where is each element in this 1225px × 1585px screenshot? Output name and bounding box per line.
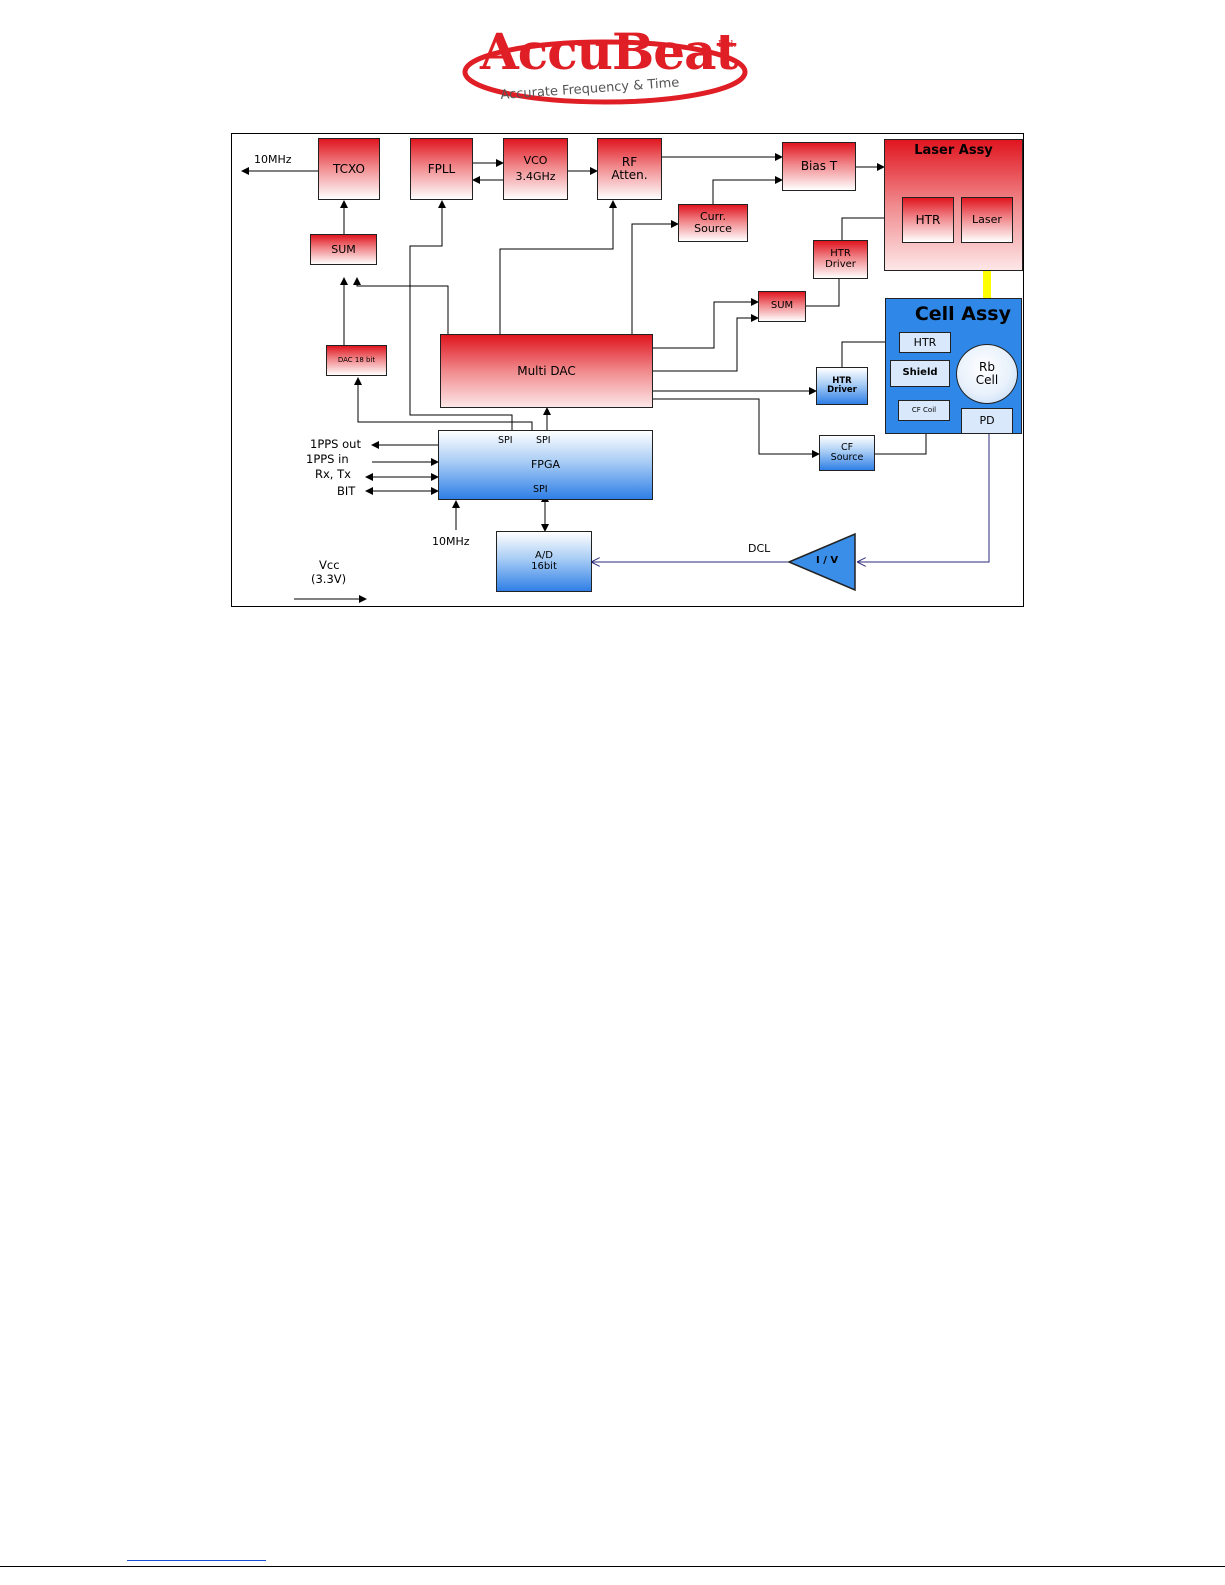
out-10mhz-label: 10MHz — [254, 153, 292, 166]
pps-in-label: 1PPS in — [306, 452, 349, 466]
shield-block: Shield — [890, 360, 950, 387]
iv-label: I / V — [816, 555, 839, 566]
iv-amplifier-icon — [787, 532, 856, 592]
logo-name: AccuBeat — [480, 22, 739, 81]
vcc-label: Vcc — [319, 558, 340, 572]
rx-tx-label: Rx, Tx — [315, 467, 351, 481]
sum-left-block: SUM — [310, 234, 377, 265]
pd-block: PD — [961, 408, 1013, 434]
logo-ltd: Ltd. — [718, 40, 737, 50]
cell-htr-block: HTR — [899, 332, 951, 353]
accubeat-logo: AccuBeat Ltd. Accurate Frequency & Time — [460, 22, 750, 114]
footer-link-underline — [127, 1560, 266, 1561]
bit-label: BIT — [337, 484, 356, 498]
fpga-spi-left: SPI — [498, 435, 513, 446]
pps-out-label: 1PPS out — [310, 437, 361, 451]
fpga-block: FPGA — [438, 430, 653, 500]
dac18-block: DAC 18 bit — [326, 345, 387, 376]
dcl-label: DCL — [748, 542, 771, 555]
multi-dac-block: Multi DAC — [440, 334, 653, 408]
current-source-block: Curr.Source — [678, 204, 748, 242]
vcc-voltage-label: (3.3V) — [311, 572, 347, 586]
laser-block: Laser — [961, 197, 1013, 243]
tcxo-block: TCXO — [318, 138, 380, 200]
cf-coil-block: CF Coil — [898, 400, 950, 421]
fpga-spi-bottom: SPI — [533, 484, 548, 495]
logo-swoosh-icon — [462, 39, 748, 105]
fpll-block: FPLL — [410, 138, 473, 200]
fpga-spi-right: SPI — [536, 435, 551, 446]
bias-t-block: Bias T — [782, 142, 856, 191]
in-10mhz-label: 10MHz — [432, 535, 470, 548]
laser-htr-block: HTR — [902, 197, 954, 243]
footer-rule — [0, 1566, 1225, 1567]
sum-right-block: SUM — [758, 291, 806, 322]
